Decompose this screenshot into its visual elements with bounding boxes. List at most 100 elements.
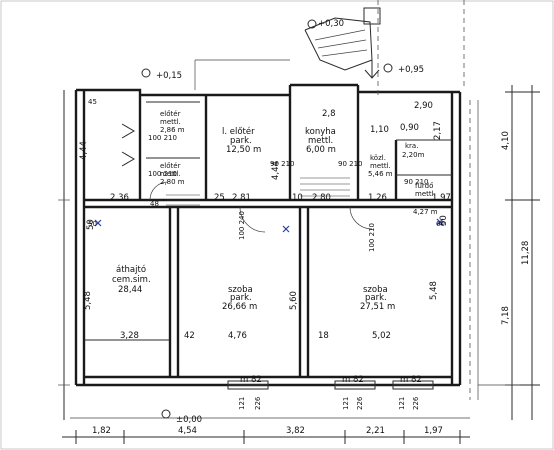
windows <box>227 380 434 390</box>
dim-v5: 5,48 <box>429 281 439 300</box>
room-l-eloter-area: 12,50 m <box>226 145 261 155</box>
direction-arrows <box>121 60 380 167</box>
dim-v2: 4,44 <box>271 161 281 180</box>
room-szoba-right-name: szoba <box>363 285 388 295</box>
dim-v11: 1,10 <box>370 125 389 135</box>
bottom-dim-5: 1,97 <box>424 426 443 436</box>
sill-label-3: 121 <box>342 397 350 410</box>
dim-h7: 1,97 <box>432 193 451 203</box>
room-konyha-name: konyha <box>305 127 336 137</box>
room-kra-area: 2,20m <box>402 151 425 159</box>
door-labels: 100 210 100 210 90 210 90 210 100 240 10… <box>148 134 429 252</box>
room-szoba-left-area: 26,66 m <box>222 302 257 312</box>
right-dim-1: 4,10 <box>501 131 511 150</box>
dim-v6: 50 <box>86 219 96 230</box>
sill-label-1: 121 <box>238 397 246 410</box>
room-labels: előtér mettl. 2,86 m előtér mettl. 2,80 … <box>112 109 438 312</box>
sill-label-2: 226 <box>254 396 262 410</box>
room-l-eloter-floor: park. <box>230 136 252 146</box>
left-dimension-line <box>58 90 70 420</box>
bottom-dim-1: 1,82 <box>92 426 111 436</box>
dim-h9: 42 <box>184 331 195 341</box>
door-label-6: 100 210 <box>368 223 376 252</box>
window-labels: m 82 m 82 m 82 <box>240 375 422 385</box>
dim-v4: 5,60 <box>289 291 299 310</box>
dim-h12: 5,02 <box>372 331 391 341</box>
dim-h6: 1,26 <box>368 193 387 203</box>
bottom-dim-2: 4,54 <box>178 426 197 436</box>
room-eloter-top-floor: mettl. <box>160 118 181 126</box>
interior-dimensions: 2,36 25 2,81 10 2,80 1,26 1,97 3,28 42 4… <box>79 101 451 341</box>
room-konyha-area: 6,00 m <box>306 145 336 155</box>
room-furdo-name: fürdő <box>415 181 433 190</box>
level-ground: ±0,00 <box>176 415 202 425</box>
dim-v10: 2,90 <box>414 101 433 111</box>
dim-h10: 4,76 <box>228 331 247 341</box>
small-mark-3: 50 <box>88 220 97 228</box>
dim-v7: 50 <box>439 215 449 226</box>
dim-v12: 2,8 <box>322 109 336 119</box>
dim-v3: 5,48 <box>83 291 93 310</box>
room-eloter-mid-floor: mettl. <box>160 170 181 178</box>
door-label-7: 90 210 <box>404 178 429 186</box>
dim-h2: 25 <box>214 193 225 203</box>
dim-v8: 2,17 <box>433 121 443 140</box>
room-szoba-right-floor: park. <box>365 293 387 303</box>
room-furdo-floor: mettl. <box>415 190 436 198</box>
sill-labels: 121 226 121 226 121 226 <box>238 396 420 410</box>
blue-axis-marks <box>94 218 444 233</box>
bottom-dim-3: 3,82 <box>286 426 305 436</box>
small-marks: 45 48 50 60 <box>88 98 445 228</box>
window-label-2: m 82 <box>342 375 364 385</box>
dim-h3: 2,81 <box>232 193 251 203</box>
room-eloter-mid-name: előtér <box>160 161 181 170</box>
room-athajto-area: 28,44 <box>118 285 142 295</box>
sill-label-5: 121 <box>398 397 406 410</box>
dim-v1: 4,44 <box>79 141 89 160</box>
bottom-dimension-line <box>62 417 470 444</box>
room-konyha-floor: mettl. <box>308 136 333 146</box>
right-dimension-line <box>478 85 540 420</box>
right-dim-2: 11,28 <box>521 241 531 265</box>
door-swings <box>149 181 373 233</box>
dim-h8: 3,28 <box>120 331 139 341</box>
room-szoba-left-name: szoba <box>228 285 253 295</box>
stair-hatch <box>166 177 350 206</box>
right-edge-lines <box>469 100 479 400</box>
door-label-3: 90 210 <box>270 160 295 168</box>
sill-label-6: 226 <box>412 396 420 410</box>
bottom-dimensions: 1,82 4,54 3,82 2,21 1,97 <box>92 426 443 436</box>
dim-h4: 10 <box>292 193 303 203</box>
dim-h11: 18 <box>318 331 329 341</box>
room-kozl-name: közl. <box>370 154 386 162</box>
level-top: +0,30 <box>318 19 344 29</box>
small-mark-4: 60 <box>436 220 445 228</box>
right-dimensions: 4,10 11,28 7,18 <box>501 131 531 325</box>
sill-label-4: 226 <box>356 396 364 410</box>
level-left-top: +0,15 <box>156 71 182 81</box>
right-dim-3: 7,18 <box>501 306 511 325</box>
level-right-top: +0,95 <box>398 65 424 75</box>
dim-v9: 0,90 <box>400 123 419 133</box>
room-eloter-mid-area: 2,80 m <box>160 178 185 186</box>
room-l-eloter-name: l. előtér <box>222 126 255 137</box>
room-kozl-area: 5,46 m <box>368 170 393 178</box>
room-szoba-right-area: 27,51 m <box>360 302 395 312</box>
room-athajto-name: áthajtó <box>116 264 146 275</box>
room-kra-name: kra. <box>405 142 418 150</box>
small-mark-1: 45 <box>88 98 97 106</box>
bottom-dim-4: 2,21 <box>366 426 385 436</box>
dim-h5: 2,80 <box>312 193 331 203</box>
room-szoba-left-floor: park. <box>230 293 252 303</box>
small-mark-2: 48 <box>150 200 159 208</box>
dim-h1: 2,36 <box>110 193 129 203</box>
door-label-1: 100 210 <box>148 134 177 142</box>
door-label-2: 100 210 <box>148 170 177 178</box>
door-label-4: 90 210 <box>338 160 363 168</box>
room-athajto-floor: cem.sim. <box>112 275 151 285</box>
room-eloter-top-name: előtér <box>160 109 181 118</box>
door-label-5: 100 240 <box>238 211 246 240</box>
window-label-1: m 82 <box>240 375 262 385</box>
